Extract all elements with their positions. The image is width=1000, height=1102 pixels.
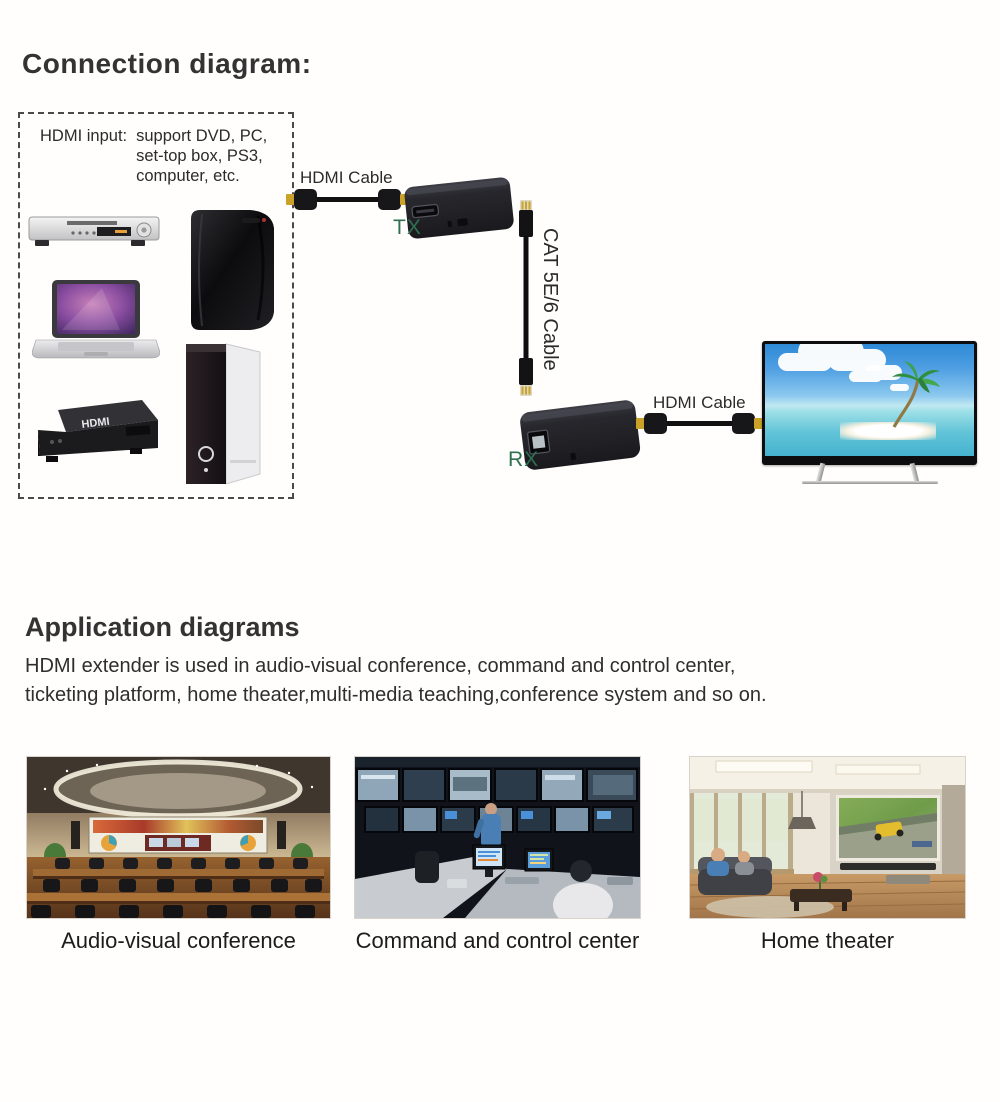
palm-tree-icon bbox=[892, 361, 941, 429]
tv-frame bbox=[762, 341, 977, 465]
tv-screen bbox=[765, 344, 974, 456]
hdmi-input-sources: support DVD, PC, set-top box, PS3, compu… bbox=[136, 127, 268, 185]
computer-tower-icon bbox=[186, 343, 261, 485]
photo-caption: Audio-visual conference bbox=[61, 928, 296, 953]
tv-beach-scene-icon bbox=[762, 341, 977, 486]
dvd-player-icon bbox=[28, 216, 160, 246]
stb-hdmi-logo: HDMI bbox=[81, 416, 110, 431]
hdmi-cable-label-top: HDMI Cable bbox=[300, 168, 393, 187]
home-theater-photo bbox=[690, 757, 965, 918]
sand-island bbox=[840, 422, 937, 441]
application-diagrams-section: Application diagrams HDMI extender is us… bbox=[0, 560, 1000, 1102]
connection-diagram-section: Connection diagram: HDMI input: support … bbox=[18, 48, 977, 499]
hdmi-input-label: HDMI input: bbox=[40, 127, 128, 145]
set-top-box-icon: HDMI bbox=[38, 400, 158, 462]
ps3-console-icon bbox=[191, 210, 274, 330]
photo-caption: Command and control center bbox=[355, 928, 640, 953]
rx-label: RX bbox=[508, 448, 540, 471]
cloud-shape bbox=[777, 352, 832, 371]
hdmi-extender-rx-icon bbox=[520, 400, 641, 470]
application-description-line: HDMI extender is used in audio-visual co… bbox=[25, 655, 736, 677]
audio-visual-conference-photo bbox=[27, 757, 330, 918]
hdmi-cable-icon-2 bbox=[636, 413, 763, 434]
application-description: HDMI extender is used in audio-visual co… bbox=[25, 652, 975, 710]
tx-label: TX bbox=[393, 216, 422, 239]
cat-cable-label: CAT 5E/6 Cable bbox=[539, 228, 561, 371]
command-control-center-photo bbox=[355, 757, 640, 918]
application-diagrams-title: Application diagrams bbox=[25, 612, 300, 642]
hdmi-cable-label-bottom: HDMI Cable bbox=[653, 393, 746, 412]
tv-stand-bar bbox=[802, 481, 938, 484]
hdmi-input-box: HDMI input: support DVD, PC, set-top box… bbox=[18, 112, 294, 499]
cat5-cable-icon bbox=[519, 200, 533, 396]
connection-diagram-title: Connection diagram: bbox=[22, 48, 312, 79]
hdmi-extender-tx-icon bbox=[404, 177, 514, 239]
photo-caption: Home theater bbox=[760, 928, 895, 953]
application-description-line: ticketing platform, home theater,multi-m… bbox=[25, 684, 767, 706]
cloud-shape bbox=[848, 370, 883, 383]
cloud-shape bbox=[890, 384, 910, 392]
macbook-laptop-icon bbox=[32, 280, 160, 359]
hdmi-input-text: HDMI input: support DVD, PC, set-top box… bbox=[40, 126, 267, 186]
hdmi-cable-icon bbox=[286, 189, 409, 210]
